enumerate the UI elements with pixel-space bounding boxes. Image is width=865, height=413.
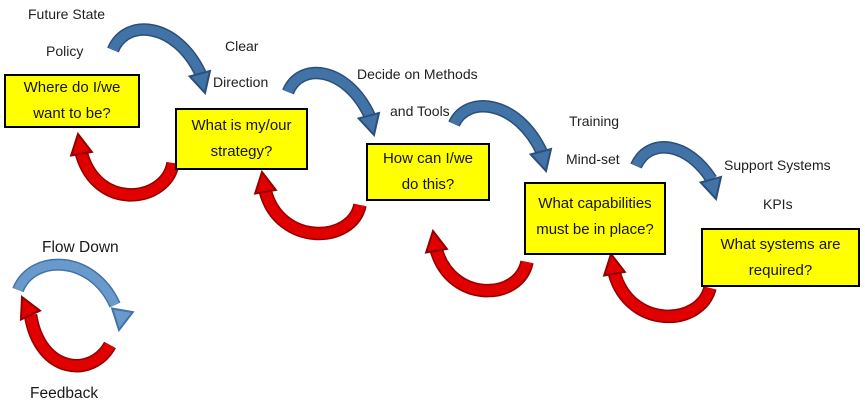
legend-flow-down-arrow [12, 258, 135, 333]
label-mind-set: Mind-set [566, 151, 620, 167]
legend-feedback-arrow [19, 295, 116, 373]
box-text-line: Where do I/we [23, 79, 121, 96]
flow-down-arrow-2 [282, 66, 381, 138]
box-text-line: How can I/we [382, 150, 474, 167]
feedback-arrow-2 [253, 169, 367, 241]
box-text-line: What is my/our [191, 117, 292, 134]
flow-down-arrow-3 [448, 100, 553, 174]
box-what-is-our-strategy: What is my/our strategy? [175, 108, 308, 170]
feedback-arrow-3 [424, 228, 534, 298]
box-text-line: What systems are [720, 235, 841, 253]
label-feedback: Feedback [30, 385, 99, 402]
flow-down-arrow-1 [107, 23, 212, 96]
label-kpis: KPIs [763, 196, 793, 212]
box-what-capabilities-must-be-in-place: What capabilities must be in place? [524, 182, 666, 255]
box-text-line: do this? [401, 176, 455, 193]
box-what-systems-are-required: What systems are required? [701, 228, 860, 287]
label-flow-down: Flow Down [42, 239, 119, 256]
box-where-do-we-want-to-be: Where do I/we want to be? [4, 74, 140, 128]
feedback-arrow-1 [69, 131, 180, 202]
box-text-line: required? [748, 261, 813, 279]
label-support-systems: Support Systems [724, 157, 831, 173]
box-text-line: want to be? [33, 105, 111, 122]
box-text-line: must be in place? [536, 221, 654, 238]
box-how-can-we-do-this: How can I/we do this? [366, 143, 490, 201]
label-and-tools: and Tools [390, 103, 450, 119]
flow-down-arrow-4 [630, 141, 723, 202]
feedback-arrow-4 [602, 251, 717, 324]
label-training: Training [569, 113, 620, 129]
label-clear: Clear [225, 38, 259, 54]
label-decide-on-methods: Decide on Methods [357, 66, 478, 82]
box-text-line: What capabilities [538, 195, 652, 212]
box-text-line: strategy? [210, 143, 273, 160]
label-policy: Policy [46, 43, 84, 59]
label-direction: Direction [213, 74, 269, 90]
label-future-state: Future State [28, 6, 106, 22]
